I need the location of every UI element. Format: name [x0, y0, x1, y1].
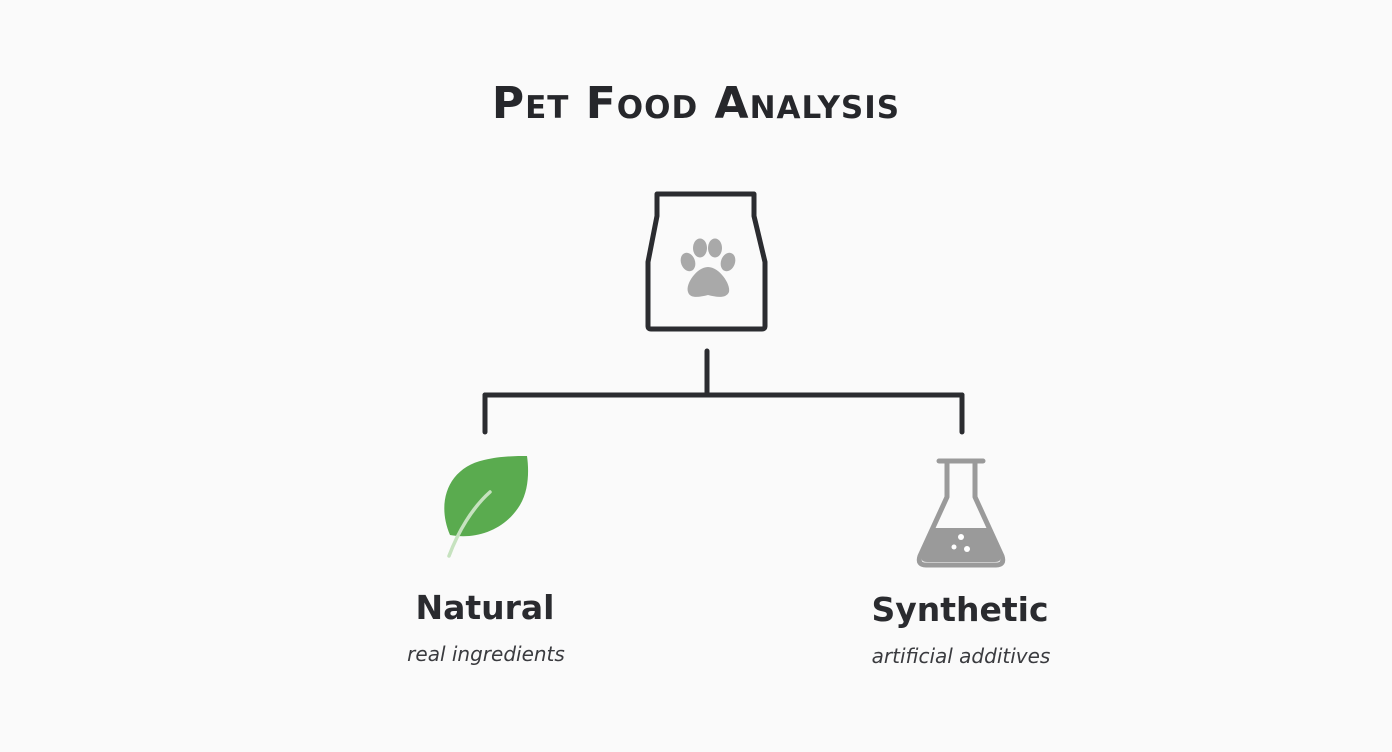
flask-icon — [916, 458, 1006, 568]
flask-bubble — [951, 544, 957, 550]
branch-description-synthetic: artificial additives — [871, 644, 1051, 668]
paw-icon — [680, 238, 736, 297]
branch-label-natural: Natural — [415, 588, 555, 627]
flask-bubble — [958, 534, 964, 540]
branch-description-natural: real ingredients — [407, 642, 565, 666]
flask-bubble — [964, 546, 970, 552]
pet-food-bag-icon — [645, 191, 768, 332]
leaf-icon — [444, 456, 529, 558]
connector-lines — [482, 348, 965, 435]
branch-label-synthetic: Synthetic — [871, 590, 1049, 629]
diagram-title: Pet Food Analysis — [491, 78, 901, 129]
